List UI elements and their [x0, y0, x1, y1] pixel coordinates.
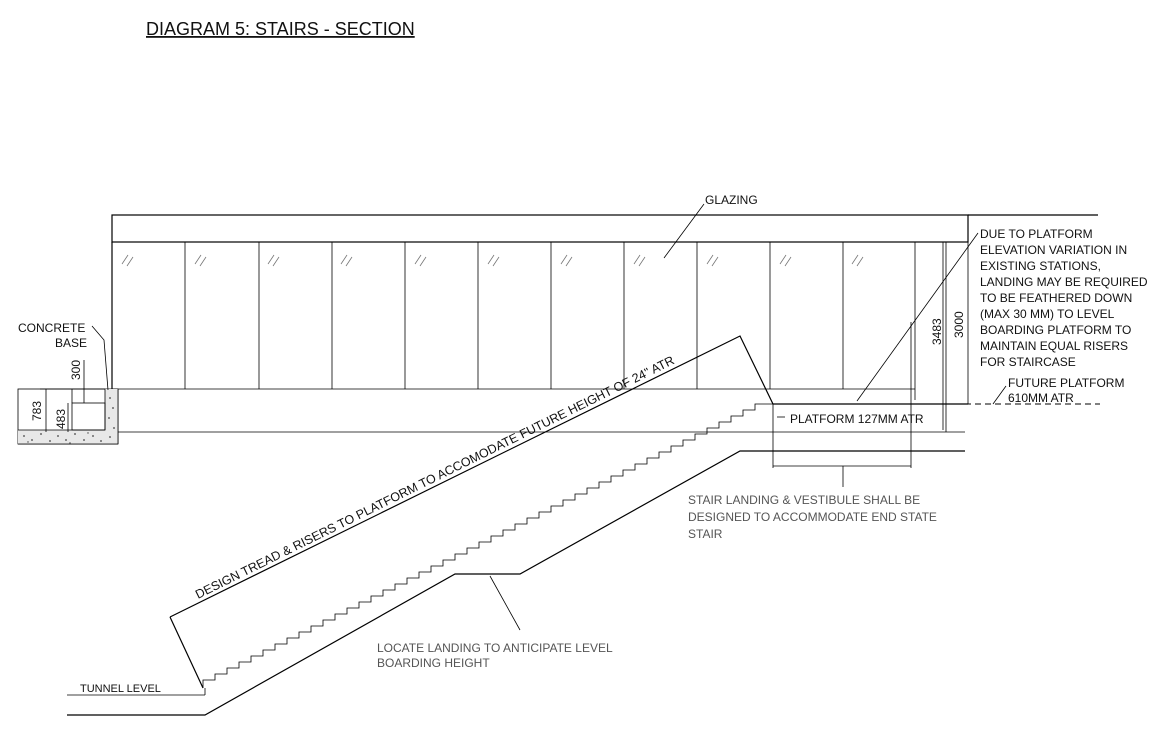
design-slope-line: [169, 335, 968, 618]
future-platform-label-1: FUTURE PLATFORM: [1008, 376, 1124, 390]
diagram-title: DIAGRAM 5: STAIRS - SECTION: [146, 19, 415, 39]
glazing-frame: [111, 214, 1098, 430]
dim-783: 783: [30, 401, 44, 421]
note-line-4: LANDING MAY BE REQUIRED: [980, 275, 1148, 289]
platform-variation-leader: [856, 232, 979, 402]
concrete-base-label-1: CONCRETE: [18, 321, 85, 335]
concrete-base: [17, 388, 119, 445]
note-line-3: EXISTING STATIONS,: [980, 259, 1101, 273]
stair-landing-note-2: DESIGNED TO ACCOMMODATE END STATE: [688, 510, 937, 524]
note-line-8: MAINTAIN EQUAL RISERS: [980, 339, 1128, 353]
note-line-9: FOR STAIRCASE: [980, 355, 1076, 369]
platform-127-label: PLATFORM 127MM ATR: [790, 412, 924, 426]
stair-steps: [202, 403, 773, 688]
note-line-2: ELEVATION VARIATION IN: [980, 243, 1127, 257]
locate-landing-note-2: BOARDING HEIGHT: [377, 656, 490, 670]
note-line-5: TO BE FEATHERED DOWN: [980, 291, 1132, 305]
left-dimensions: [40, 360, 105, 432]
stair-landing-note-3: STAIR: [688, 527, 723, 541]
platform-variation-note: DUE TO PLATFORM ELEVATION VARIATION IN E…: [980, 227, 1148, 369]
locate-landing-leader: [489, 575, 521, 631]
note-line-1: DUE TO PLATFORM: [980, 227, 1093, 241]
design-tread-note: DESIGN TREAD & RISERS TO PLATFORM TO ACC…: [193, 353, 676, 601]
dim-483: 483: [54, 409, 68, 429]
dim-300: 300: [69, 360, 83, 380]
future-platform-leader: [992, 385, 1007, 405]
locate-landing-note-1: LOCATE LANDING TO ANTICIPATE LEVEL: [377, 641, 613, 655]
note-line-6: (MAX 30 MM) TO LEVEL: [980, 307, 1115, 321]
landing-extent: [772, 322, 912, 487]
concrete-base-leader: [91, 325, 109, 391]
glazing-label: GLAZING: [705, 193, 758, 207]
dim-3483: 3483: [930, 318, 944, 345]
future-platform-label-2: 610MM ATR: [1008, 391, 1074, 405]
tunnel-level-label: TUNNEL LEVEL: [80, 683, 161, 695]
dim-3000: 3000: [952, 311, 966, 338]
concrete-base-label-2: BASE: [55, 336, 87, 350]
stair-landing-note-1: STAIR LANDING & VESTIBULE SHALL BE: [688, 493, 920, 507]
stair-soffit-line: [67, 450, 965, 716]
glazing-leader: [663, 203, 705, 259]
stair-left-edge: [169, 616, 204, 689]
note-line-7: BOARDING PLATFORM TO: [980, 323, 1131, 337]
